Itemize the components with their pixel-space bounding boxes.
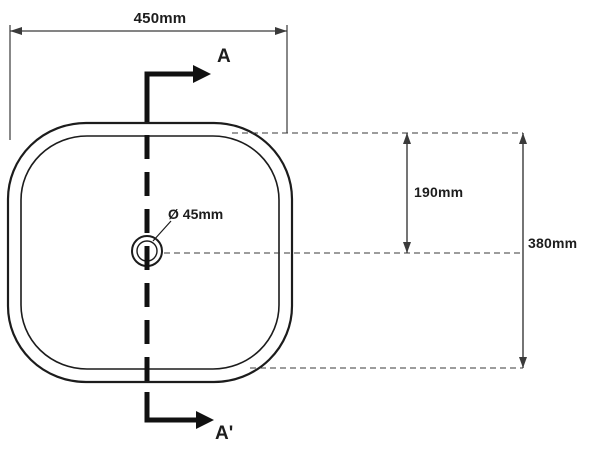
dim-190-arrow-up-icon [403,133,411,144]
section-label-a: A [217,46,231,67]
dim-380-arrow-up-icon [519,133,527,144]
dim-190-arrow-down-icon [403,242,411,253]
dim-label-offset: 190mm [414,184,464,200]
section-label-a-prime: A' [215,423,234,444]
drain-diameter-label: Ø 45mm [168,206,224,222]
section-arrow-top-icon [193,65,211,83]
dim-label-depth: 380mm [528,235,578,251]
drain-leader-line [152,220,172,242]
section-arrow-bottom-icon [196,411,214,429]
dim-380-arrow-down-icon [519,357,527,368]
section-elbow-top [144,71,193,110]
section-elbow-bottom [144,392,196,423]
dim-arrow-right-icon [275,27,287,35]
dim-label-width: 450mm [133,10,187,27]
dim-arrow-left-icon [10,27,22,35]
